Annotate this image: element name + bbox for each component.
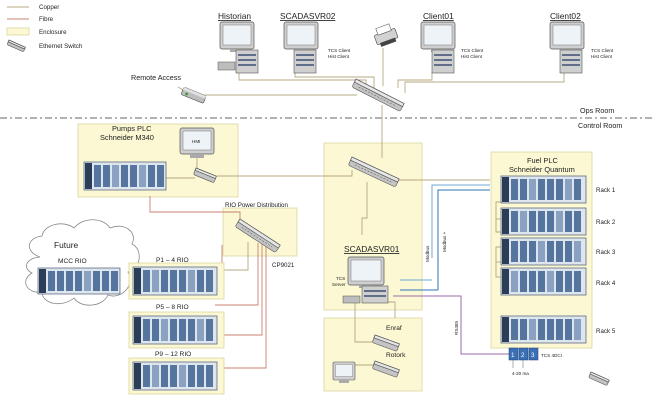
rack-2-label: Rack 2	[596, 219, 616, 226]
client02-label: Client02	[550, 11, 581, 21]
historian-label: Historian	[218, 11, 251, 21]
hmi-label: HMI	[192, 139, 200, 144]
scadasvr01-role-1: TCS	[336, 276, 345, 281]
rs485-label: RS485	[454, 321, 459, 335]
printer-icon[interactable]	[372, 22, 399, 47]
scadasvr02-role-tcs: TCS Client	[328, 48, 351, 53]
fuel-rack-2	[500, 207, 587, 236]
legend-fibre: Fibre	[39, 16, 54, 23]
client02-tower	[559, 49, 583, 74]
tcs-4dci-module: 1 2 3	[508, 347, 539, 368]
legend-switch-icon	[7, 39, 26, 52]
rack-3-label: Rack 3	[596, 249, 616, 256]
signal-label: 4-20 ma	[512, 371, 529, 376]
spare-switch-icon	[588, 371, 610, 386]
ops-ethernet-switch-icon[interactable]	[352, 78, 405, 112]
rack-1-label: Rack 1	[596, 187, 616, 194]
channel-2: 2	[521, 352, 525, 359]
legend-switch: Ethernet Switch	[39, 43, 83, 50]
scadasvr02-role-hist: Hist Client	[328, 54, 350, 59]
enraf-label: Enraf	[386, 325, 402, 332]
control-room-label: Control Room	[578, 121, 622, 130]
fibre-cables	[149, 196, 267, 369]
client01-role-tcs: TCS Client	[461, 48, 484, 53]
scadasvr01-label: SCADASVR01	[344, 244, 400, 254]
remote-access-label: Remote Access	[131, 73, 181, 82]
client01-label: Client01	[423, 11, 454, 21]
client01-role-hist: Hist Client	[461, 54, 483, 59]
pumps-plc-subtitle: Schneider M340	[100, 133, 154, 142]
client01-tower	[431, 49, 455, 74]
scadasvr01-keyboard	[342, 295, 361, 304]
legend-enclosure: Enclosure	[39, 29, 67, 36]
p9-12-rio-rack	[132, 361, 218, 391]
enraf-device-icon[interactable]	[372, 334, 400, 352]
rotork-label: Rotork	[386, 352, 406, 359]
modbus-label: Modbus	[425, 245, 430, 262]
historian-tower	[235, 49, 259, 74]
rack-4-label: Rack 4	[596, 280, 616, 287]
fuel-rack-1	[500, 175, 587, 204]
client02-role-tcs: TCS Client	[591, 48, 614, 53]
mcc-rio-label: MCC RIO	[58, 258, 87, 265]
p1-4-rio-label: P1 – 4 RIO	[156, 257, 189, 264]
p1-4-rio-rack	[132, 266, 218, 296]
fuel-rack-3	[500, 237, 587, 266]
rio-power-distribution-label: RIO Power Distribution	[225, 202, 288, 209]
scadasvr01-tower	[361, 285, 389, 304]
fuel-rack-4	[500, 267, 587, 296]
future-label: Future	[54, 240, 79, 250]
pumps-plc-title: Pumps PLC	[112, 124, 152, 133]
historian-keyboard	[217, 61, 236, 71]
hmi-panel[interactable]: HMI	[179, 127, 215, 158]
rack-5-label: Rack 5	[596, 328, 616, 335]
client02-role-hist: Hist Client	[591, 54, 613, 59]
control-ethernet-switch-icon[interactable]	[348, 156, 400, 187]
pumps-plc-rack	[83, 161, 167, 191]
scadasvr02-workstation[interactable]: SCADASVR02 TCS Client Hist Client	[280, 11, 351, 74]
channel-3: 3	[531, 352, 535, 359]
scadasvr01-workstation[interactable]	[342, 256, 389, 304]
modbus-plus-label: Modbus +	[442, 231, 447, 252]
copper-cables	[165, 48, 565, 366]
legend-copper: Copper	[39, 4, 59, 11]
modbus-cables	[400, 184, 490, 291]
legend-enclosure-swatch	[6, 27, 30, 36]
channel-1: 1	[511, 352, 515, 359]
cp9021-label: CP9021	[272, 262, 295, 269]
p9-12-rio-label: P9 – 12 RIO	[155, 351, 191, 358]
ops-room-label: Ops Room	[580, 106, 614, 115]
pumps-switch-icon[interactable]	[193, 167, 217, 183]
scadasvr01-role-2: Server	[332, 282, 346, 287]
local-monitor-icon[interactable]	[332, 361, 356, 383]
fuel-plc-title: Fuel PLC	[527, 156, 558, 165]
fuel-rack-5	[500, 315, 587, 344]
client01-workstation[interactable]: Client01 TCS Client Hist Client	[420, 11, 484, 74]
legend: Copper Fibre Enclosure Ethernet Switch	[6, 4, 83, 52]
mcc-rio-rack	[37, 267, 121, 295]
scadasvr02-label: SCADASVR02	[280, 11, 336, 21]
rs485-cable	[393, 295, 509, 355]
client02-workstation[interactable]: Client02 TCS Client Hist Client	[549, 11, 614, 74]
scadasvr02-tower	[293, 49, 317, 74]
tcs-4dci-label: TCS 4DCI	[541, 353, 562, 358]
rio-ethernet-switch-icon[interactable]	[235, 218, 281, 253]
historian-workstation[interactable]: Historian	[217, 11, 259, 74]
p5-8-rio-rack	[132, 315, 218, 345]
rotork-device-icon[interactable]	[372, 360, 400, 378]
fuel-plc-subtitle: Schneider Quantum	[509, 165, 575, 174]
router-icon[interactable]	[181, 87, 207, 104]
p5-8-rio-label: P5 – 8 RIO	[156, 304, 189, 311]
